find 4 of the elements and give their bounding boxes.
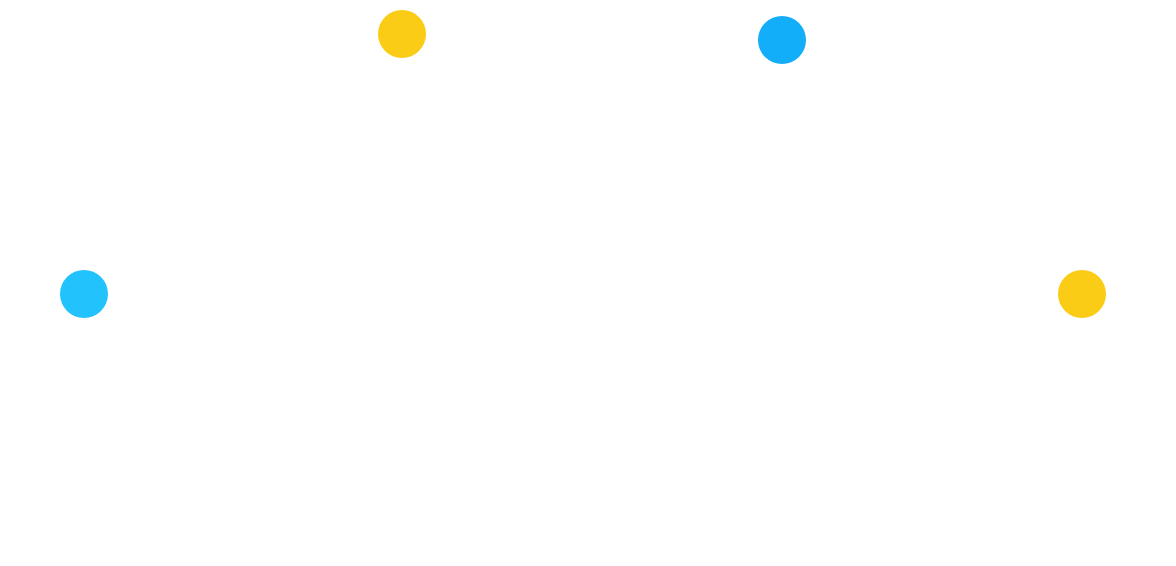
circle-dot: [758, 16, 806, 64]
circle-dot: [1058, 270, 1106, 318]
circle-dot: [60, 270, 108, 318]
circle-dot: [378, 10, 426, 58]
